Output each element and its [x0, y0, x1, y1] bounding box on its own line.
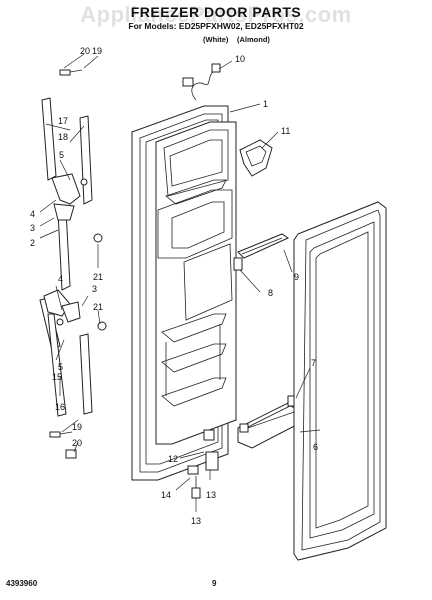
callout-16: 16: [55, 402, 65, 412]
model-list: For Models: ED25PFXHW02, ED25PFXHT02: [128, 21, 304, 31]
diagram-title: FREEZER DOOR PARTS: [130, 4, 302, 20]
callout-7: 7: [311, 358, 316, 368]
callout-11: 11: [281, 126, 290, 136]
color-label-almond: (Almond): [237, 35, 270, 44]
callout-3: 3: [30, 223, 35, 233]
callout-18: 18: [58, 132, 68, 142]
door-shelf-bin: [237, 395, 305, 449]
document-number: 4393960: [6, 579, 38, 588]
callout-19a: 19: [92, 46, 102, 56]
callout-6: 6: [313, 442, 318, 452]
callout-21b: 21: [93, 302, 103, 312]
callout-17: 17: [58, 116, 68, 126]
callout-14: 14: [161, 490, 171, 500]
ice-chute: [239, 139, 273, 177]
callout-numbers: 1 2 3 4 5 6 7 8 9 10 11 12 13 13 14 15 1…: [30, 46, 318, 526]
color-label-white: (White): [203, 35, 229, 44]
callout-20a: 20: [80, 46, 90, 56]
callout-8: 8: [268, 288, 273, 298]
door-gasket: [293, 201, 387, 561]
watermark: AppliancePartsPros.com: [80, 2, 352, 27]
page-number: 9: [212, 579, 217, 588]
callout-4: 4: [30, 209, 35, 219]
callout-13a: 13: [206, 490, 216, 500]
callout-10: 10: [235, 54, 245, 64]
callout-13b: 13: [191, 516, 201, 526]
callout-5b: 5: [58, 362, 63, 372]
callout-15: 15: [52, 372, 62, 382]
lower-hinge: [43, 289, 107, 331]
wire-harness: [182, 63, 221, 101]
lower-hinge-parts: [187, 429, 219, 499]
callout-4b: 4: [58, 274, 63, 284]
door-liner: [155, 121, 237, 445]
callout-20b: 20: [72, 438, 82, 448]
callout-5: 5: [59, 150, 64, 160]
callout-leaders: [39, 53, 321, 512]
hinge-screw-19-20: [49, 69, 83, 459]
dispenser-pad: [233, 257, 243, 271]
dispenser-trim: [237, 233, 290, 259]
callout-21a: 21: [93, 272, 103, 282]
callout-3b: 3: [92, 284, 97, 294]
callout-19b: 19: [72, 422, 82, 432]
upper-hinge: [51, 173, 103, 243]
hinge-strip-lower: [39, 297, 93, 417]
callout-12: 12: [168, 454, 178, 464]
callout-1: 1: [263, 99, 268, 109]
callout-9: 9: [294, 272, 299, 282]
callout-2: 2: [30, 238, 35, 248]
